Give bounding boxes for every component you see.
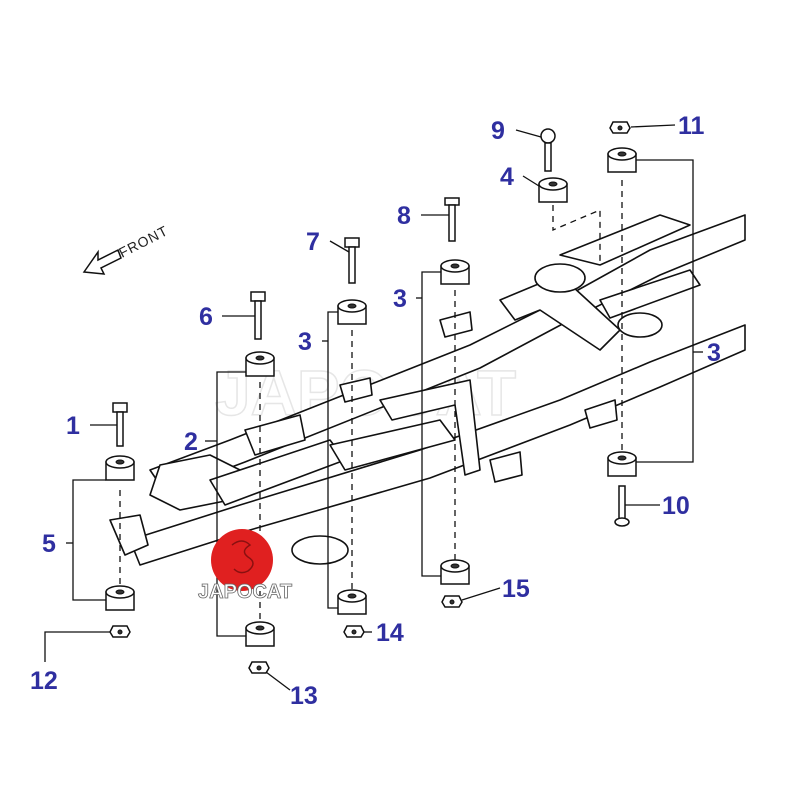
cushion-2-lower	[245, 621, 275, 647]
callout-7: 7	[306, 228, 320, 256]
cushion-5-lower	[105, 585, 135, 611]
cushion-3c-upper	[607, 147, 637, 173]
vehicle-frame	[109, 214, 746, 566]
callout-8: 8	[397, 202, 411, 230]
nut-11	[609, 121, 631, 134]
callout-leaders	[44, 124, 703, 691]
callout-11: 11	[678, 112, 705, 140]
logo-text: JAPOCAT	[198, 581, 292, 603]
callout-1: 1	[66, 412, 80, 440]
callout-13: 13	[290, 682, 318, 710]
cushion-3b-lower	[440, 559, 470, 585]
callout-10: 10	[662, 492, 690, 520]
nut-14	[343, 625, 365, 638]
nut-13	[248, 661, 270, 674]
callout-14: 14	[376, 619, 404, 647]
callout-12: 12	[30, 667, 58, 695]
bolt-7	[344, 237, 360, 284]
nut-15	[441, 595, 463, 608]
callout-6: 6	[199, 303, 213, 331]
cushion-2-upper	[245, 351, 275, 377]
callout-3: 3	[393, 285, 407, 313]
callout-5: 5	[42, 530, 56, 558]
body-mount-cushions	[105, 147, 637, 647]
cushion-4	[538, 177, 568, 203]
cushion-3b-upper	[440, 259, 470, 285]
callout-9: 9	[491, 117, 505, 145]
callout-3: 3	[298, 328, 312, 356]
callout-labels: 1 2 3 3 3 4 5 6 7 8 9 10 11 12 13 14 15	[30, 112, 721, 710]
callout-4: 4	[500, 163, 514, 191]
bolt-10	[614, 485, 630, 527]
front-direction-indicator: FRONT	[82, 222, 171, 275]
bolt-1	[112, 402, 128, 447]
bolts	[112, 128, 630, 527]
bolt-8	[444, 197, 460, 242]
bolt-6	[250, 291, 266, 340]
front-arrow-icon	[82, 248, 122, 275]
callout-15: 15	[502, 575, 530, 603]
cushion-3a-upper	[337, 299, 367, 325]
cushion-5-upper	[105, 455, 135, 481]
front-label: FRONT	[116, 222, 171, 260]
callout-3: 3	[707, 339, 721, 367]
callout-2: 2	[184, 428, 198, 456]
nuts	[109, 121, 631, 674]
bolt-9	[540, 128, 556, 172]
nut-12	[109, 625, 131, 638]
cushion-3a-lower	[337, 589, 367, 615]
cushion-3c-lower	[607, 451, 637, 477]
japocat-logo: JAPOCAT	[198, 529, 292, 603]
